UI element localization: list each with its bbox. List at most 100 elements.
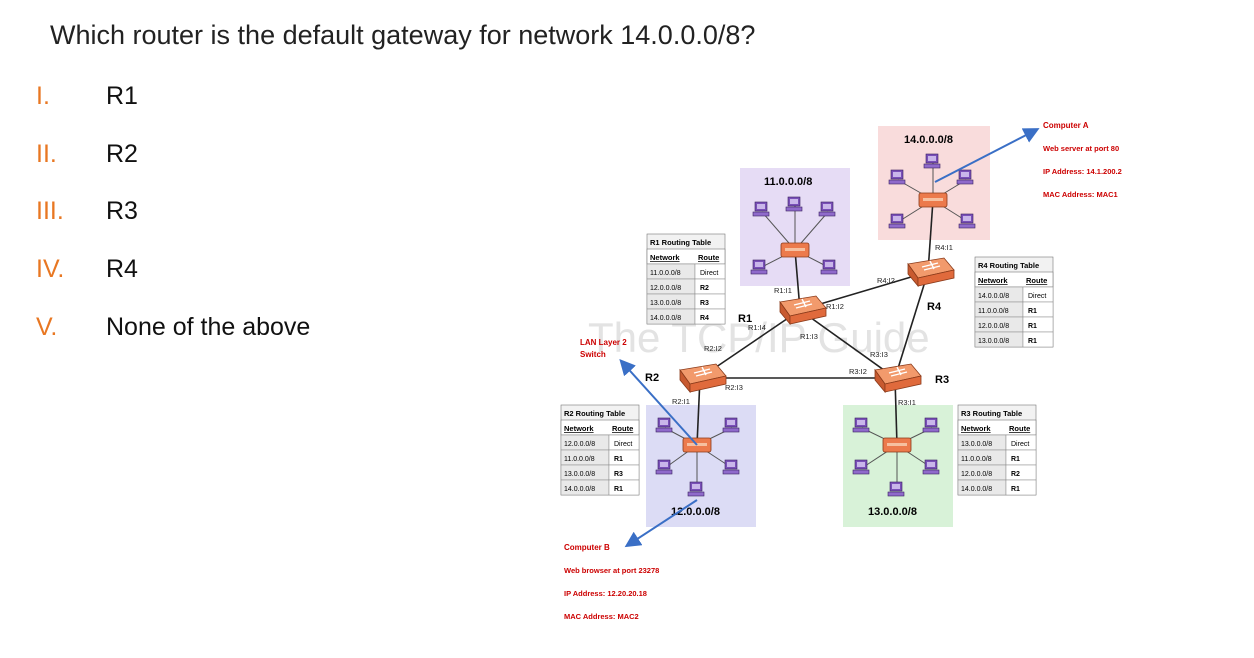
computer-b-arrow	[624, 499, 698, 548]
computer-icon	[923, 153, 941, 169]
computer-a-ip: IP Address: 14.1.200.2	[1043, 167, 1122, 176]
lan-switch-label: LAN Layer 2	[580, 338, 627, 347]
option-text: None of the above	[106, 313, 311, 341]
computer-icon	[655, 417, 673, 433]
computer-icon	[722, 417, 740, 433]
routing-table-route: R1	[1028, 323, 1037, 330]
computer-icon	[887, 481, 905, 497]
computer-icon	[852, 417, 870, 433]
option-4[interactable]: IV. R4	[36, 255, 138, 284]
routing-table-route: R2	[1011, 471, 1020, 478]
routing-table-network: 14.0.0.0/8	[961, 486, 992, 493]
routing-table-title: R1 Routing Table	[650, 238, 711, 247]
option-text: R4	[106, 255, 138, 283]
interface-label: R1:I2	[826, 302, 844, 311]
option-numeral: IV.	[36, 255, 65, 283]
routing-table-title: R4 Routing Table	[978, 261, 1039, 270]
option-numeral: I.	[36, 82, 50, 110]
lan-switch-label: Switch	[580, 350, 606, 359]
routing-table-route: R1	[1028, 308, 1037, 315]
routing-table-route: R1	[1011, 456, 1020, 463]
interface-label: R3:I1	[898, 398, 916, 407]
switch-icon	[882, 437, 912, 453]
subnet-11-label: 11.0.0.0/8	[764, 176, 812, 188]
computer-icon	[687, 481, 705, 497]
option-text: R2	[106, 140, 138, 168]
routing-table-header-cell: Route	[698, 253, 719, 262]
routing-table-route: Direct	[1028, 293, 1046, 300]
option-numeral: V.	[36, 313, 58, 341]
computer-icon	[958, 213, 976, 229]
routing-table-route: R1	[1028, 338, 1037, 345]
routing-table-header-cell: Network	[650, 253, 680, 262]
computer-icon	[820, 259, 838, 275]
option-2[interactable]: II.R2	[36, 140, 138, 169]
routing-table-header-cell: Route	[1009, 424, 1030, 433]
routing-table-cell	[1005, 479, 1037, 496]
option-5[interactable]: V. None of the above	[36, 313, 310, 342]
computer-a-service: Web server at port 80	[1043, 144, 1119, 153]
interface-label: R4:I2	[877, 276, 895, 285]
routing-table-title: R2 Routing Table	[564, 409, 625, 418]
routing-table-header-cell: Network	[564, 424, 594, 433]
routing-table-network: 13.0.0.0/8	[978, 338, 1009, 345]
computer-icon	[888, 169, 906, 185]
routing-table-network: 12.0.0.0/8	[978, 323, 1009, 330]
computer-icon	[852, 459, 870, 475]
computer-icon	[750, 259, 768, 275]
routing-table-network: 11.0.0.0/8	[978, 308, 1009, 315]
interface-label: R2:I2	[704, 344, 722, 353]
routing-table-network: 12.0.0.0/8	[961, 471, 992, 478]
interface-label: R2:I1	[672, 397, 690, 406]
routing-table-route: Direct	[1011, 441, 1029, 448]
interface-label: R1:I3	[800, 332, 818, 341]
option-numeral: III.	[36, 197, 64, 225]
routing-table-network: 13.0.0.0/8	[961, 441, 992, 448]
interface-label: R1:I4	[748, 323, 766, 332]
routing-table-network: 11.0.0.0/8	[650, 270, 681, 277]
computer-icon	[722, 459, 740, 475]
computer-icon	[818, 201, 836, 217]
computer-icon	[752, 201, 770, 217]
routing-table-route: R4	[700, 315, 709, 322]
option-3[interactable]: III.R3	[36, 197, 138, 226]
interface-label: R2:I3	[725, 383, 743, 392]
computer-b-ip: IP Address: 12.20.20.18	[564, 589, 647, 598]
computer-icon	[785, 196, 803, 212]
routing-table-network: 13.0.0.0/8	[564, 471, 595, 478]
routing-table-cell	[1022, 331, 1054, 348]
computer-b-label: Computer B	[564, 543, 610, 552]
computer-a-mac: MAC Address: MAC1	[1043, 190, 1118, 199]
routing-table-header-cell: Network	[978, 276, 1008, 285]
option-1[interactable]: I. R1	[36, 82, 138, 111]
routing-table-route: R1	[614, 456, 623, 463]
routing-table-network: 13.0.0.0/8	[650, 300, 681, 307]
routing-table-network: 14.0.0.0/8	[650, 315, 681, 322]
interface-label: R4:I1	[935, 243, 953, 252]
routing-table-cell	[608, 479, 640, 496]
routing-table-route: R3	[700, 300, 709, 307]
computer-a-label: Computer A	[1043, 121, 1089, 130]
routing-table-route: R1	[614, 486, 623, 493]
interface-label: R3:I3	[870, 350, 888, 359]
routing-table-title: R3 Routing Table	[961, 409, 1022, 418]
router-r2-icon	[679, 363, 727, 393]
router-r3-label: R3	[935, 374, 949, 386]
option-text: R1	[106, 82, 138, 110]
interface-label: R1:I1	[774, 286, 792, 295]
computer-icon	[655, 459, 673, 475]
routing-table-route: R3	[614, 471, 623, 478]
routing-table-header-cell: Route	[612, 424, 633, 433]
routing-table-cell	[694, 308, 726, 325]
routing-table-network: 11.0.0.0/8	[961, 456, 992, 463]
switch-icon	[918, 192, 948, 208]
routing-table-network: 14.0.0.0/8	[564, 486, 595, 493]
routing-table-route: R2	[700, 285, 709, 292]
routing-table-network: 12.0.0.0/8	[564, 441, 595, 448]
subnet-13-label: 13.0.0.0/8	[868, 506, 917, 518]
routing-table-route: Direct	[614, 441, 632, 448]
